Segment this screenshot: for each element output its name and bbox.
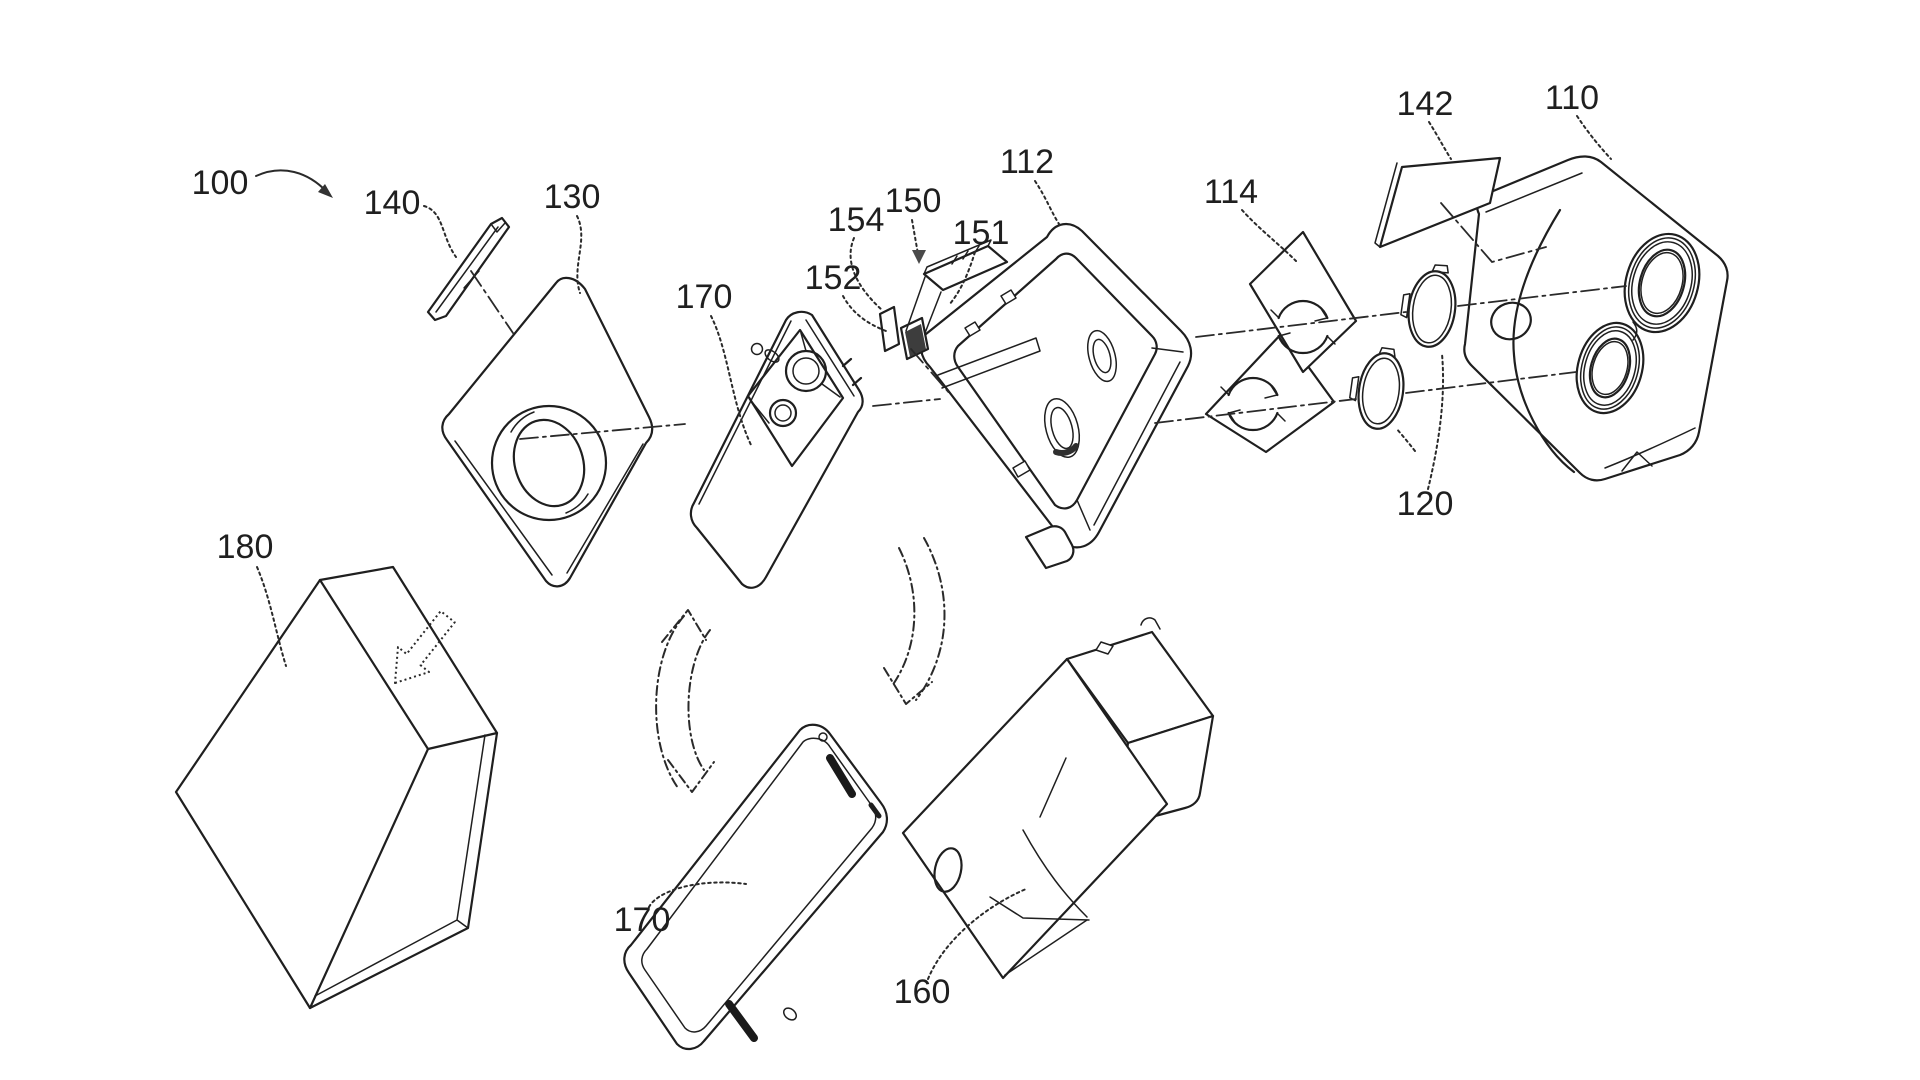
ref-label-100: 100: [192, 164, 249, 202]
part-smartphone-upper-170: [689, 310, 864, 589]
part-frame-shell-112: [920, 223, 1193, 570]
part-lens-pair-120: [1349, 264, 1457, 430]
ref-label-180: 180: [217, 528, 274, 566]
ref-label-170-upper: 170: [676, 278, 733, 316]
part-folded-viewer-160: [901, 617, 1215, 980]
part-smartphone-lower-170: [623, 723, 888, 1051]
ref-label-112: 112: [1000, 143, 1054, 181]
reference-labels: 100 140 130 170 154 150 151 152 112 114 …: [192, 79, 1599, 1011]
side-button: [1490, 301, 1532, 341]
ref-label-142: 142: [1397, 85, 1454, 123]
part-outer-box-180: [174, 565, 499, 1010]
ref-label-151: 151: [953, 214, 1010, 252]
leader-lines: [255, 115, 1612, 980]
ref-label-110: 110: [1545, 79, 1599, 117]
insert-direction-arrow-icon: [394, 610, 456, 684]
ref-label-140: 140: [364, 184, 421, 222]
ref-label-114: 114: [1204, 173, 1258, 211]
flip-arrow-right: [883, 537, 946, 705]
leader-150-arrowhead: [912, 250, 926, 264]
ref-label-152: 152: [805, 259, 862, 297]
part-latch-assembly-150: [878, 239, 1009, 361]
latch-wing-151: [922, 244, 1009, 292]
rotation-arrows-icon: [1220, 299, 1336, 432]
part-divider-sheet-142: [1374, 156, 1502, 249]
ref-label-170-lower: 170: [614, 901, 671, 939]
leader-150-arrow: [911, 219, 919, 255]
leader-100-arrowhead: [318, 184, 333, 198]
right-lens: [1623, 232, 1701, 334]
part-viewer-body-110: [1463, 155, 1729, 482]
part-retainer-strip-140: [426, 216, 511, 322]
axis-lines: [470, 202, 1627, 440]
viewer-window-hole: [933, 847, 963, 893]
part-faceplate-130: [441, 276, 654, 588]
ref-label-154: 154: [828, 201, 885, 239]
ref-label-160: 160: [894, 973, 951, 1011]
part-rotation-plate-114: [1204, 230, 1358, 454]
leader-100-arrow: [255, 169, 328, 193]
ref-label-120: 120: [1397, 485, 1454, 523]
ref-label-150: 150: [885, 182, 942, 220]
ref-label-130: 130: [544, 178, 601, 216]
left-lens: [1575, 321, 1645, 415]
flip-arrow-left: [655, 609, 715, 793]
latch-post-154: [878, 305, 901, 353]
